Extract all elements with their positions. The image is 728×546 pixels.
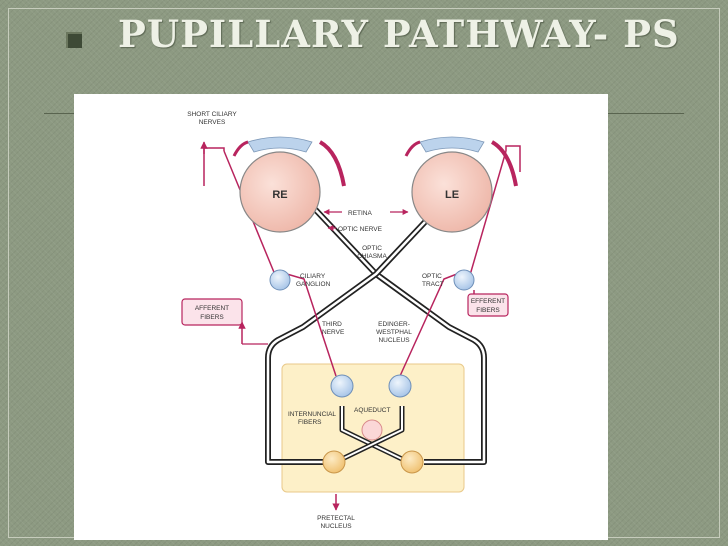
title-bullet-icon — [66, 32, 82, 48]
short-ciliary-label-1: SHORT CILIARY — [187, 111, 237, 118]
efferent-fibers-box — [467, 293, 509, 317]
pretectal-nucleus-label-2: NUCLEUS — [320, 523, 352, 530]
edinger-westphal-nucleus-right — [330, 374, 354, 398]
efferent-fibers-label-1: EFFERENT — [471, 298, 505, 305]
right-eye: RE — [232, 136, 346, 233]
edinger-westphal-label-3: NUCLEUS — [378, 337, 410, 344]
optic-tract-label-1: OPTIC — [422, 273, 442, 280]
ciliary-ganglion-left — [453, 269, 475, 291]
aqueduct — [361, 419, 383, 441]
aqueduct-label: AQUEDUCT — [354, 407, 391, 414]
afferent-fibers-label-1: AFFERENT — [195, 305, 229, 312]
edinger-westphal-label-1: EDINGER- — [378, 321, 410, 328]
short-ciliary-label-2: NERVES — [199, 119, 226, 126]
left-eye-label: LE — [445, 189, 459, 201]
ciliary-ganglion-label-1: CILIARY — [300, 273, 326, 280]
edinger-westphal-label-2: WESTPHAL — [376, 329, 412, 336]
third-nerve-label-1: THIRD — [322, 321, 342, 328]
afferent-fibers-label-2: FIBERS — [200, 314, 224, 321]
optic-chiasma-label-1: OPTIC — [362, 245, 382, 252]
internuncial-fibers-label-2: FIBERS — [298, 419, 322, 426]
optic-tract-label-2: TRACT — [422, 281, 444, 288]
ciliary-ganglion-label-2: GANGLION — [296, 281, 331, 288]
optic-nerve-label: OPTIC NERVE — [338, 226, 383, 233]
pretectal-nucleus-label-1: PRETECTAL — [317, 515, 355, 522]
retina-label: RETINA — [348, 210, 373, 217]
pretectal-nucleus-right — [322, 450, 346, 474]
ciliary-ganglion-right — [269, 269, 291, 291]
internuncial-fibers-label-1: INTERNUNCIAL — [288, 411, 336, 418]
retina-arrows — [323, 209, 409, 231]
afferent-fibers-box — [181, 298, 243, 326]
diagram-canvas: RE LE — [181, 111, 521, 530]
optic-chiasma-label-2: CHIASMA — [357, 253, 387, 260]
efferent-fibers-label-2: FIBERS — [476, 307, 500, 314]
optic-tracts — [265, 203, 487, 465]
pupillary-pathway-diagram: RE LE — [74, 94, 608, 540]
right-eye-label: RE — [272, 189, 287, 201]
left-eye: LE — [404, 136, 518, 233]
third-nerve-label-2: NERVE — [322, 329, 345, 336]
pretectal-nucleus-left — [400, 450, 424, 474]
edinger-westphal-nucleus-left — [388, 374, 412, 398]
slide-title: PUPILLARY PATHWAY- PS — [118, 12, 680, 56]
